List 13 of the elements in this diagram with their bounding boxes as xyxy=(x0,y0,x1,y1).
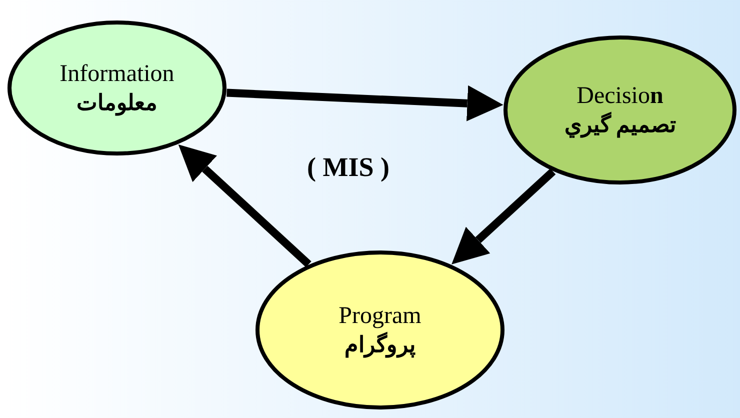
ellipse-node xyxy=(7,20,227,156)
ellipse-node xyxy=(255,250,505,410)
diagram-title-label: ( MIS ) xyxy=(307,152,390,183)
node-label-translation: پروگرام xyxy=(344,331,416,359)
node-label: Program xyxy=(338,302,422,332)
node-label: Decision xyxy=(576,82,664,112)
node-label-translation: تصميم گيري xyxy=(564,111,676,139)
ellipse-node xyxy=(503,35,737,185)
arrow xyxy=(178,144,312,268)
node-label: Information xyxy=(60,60,174,90)
node-label-translation: معلومات xyxy=(76,89,158,117)
arrow xyxy=(452,168,556,264)
arrow xyxy=(226,85,504,122)
